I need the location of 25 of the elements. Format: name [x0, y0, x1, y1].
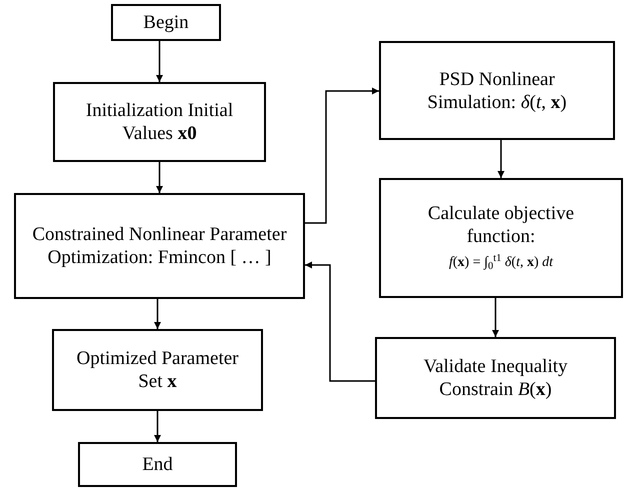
process-box — [53, 82, 266, 162]
process-box — [52, 329, 263, 411]
box-text: Initialization Initial Values x0 — [84, 99, 234, 145]
box-text: Calculate objective function: — [426, 202, 576, 248]
process-box — [14, 193, 305, 299]
process-box — [111, 4, 221, 41]
box-text: Begin — [143, 11, 189, 34]
process-box — [375, 337, 616, 419]
box-text: Constrained Nonlinear Parameter Optimization: Fmincon [ … ] — [31, 223, 288, 269]
process-box — [379, 178, 623, 298]
arrow — [498, 140, 504, 178]
formula-text: f(x) = ∫$_{0}$$^{t1}$ δ(t, x) dt — [448, 252, 554, 274]
box-text: Optimized Parameter Set x — [76, 347, 240, 393]
box-text: PSD Nonlinear Simulation: δ(t, x) — [426, 68, 568, 114]
arrow — [156, 41, 163, 82]
arrow — [305, 262, 375, 382]
box-text: End — [142, 453, 173, 476]
arrow — [156, 162, 163, 193]
box-text: Validate Inequality Constrain B(x) — [422, 355, 569, 401]
arrow — [492, 298, 499, 337]
arrow — [305, 88, 379, 224]
process-box — [78, 442, 237, 487]
arrow — [154, 299, 161, 329]
arrow — [154, 411, 161, 442]
process-box — [379, 41, 615, 140]
